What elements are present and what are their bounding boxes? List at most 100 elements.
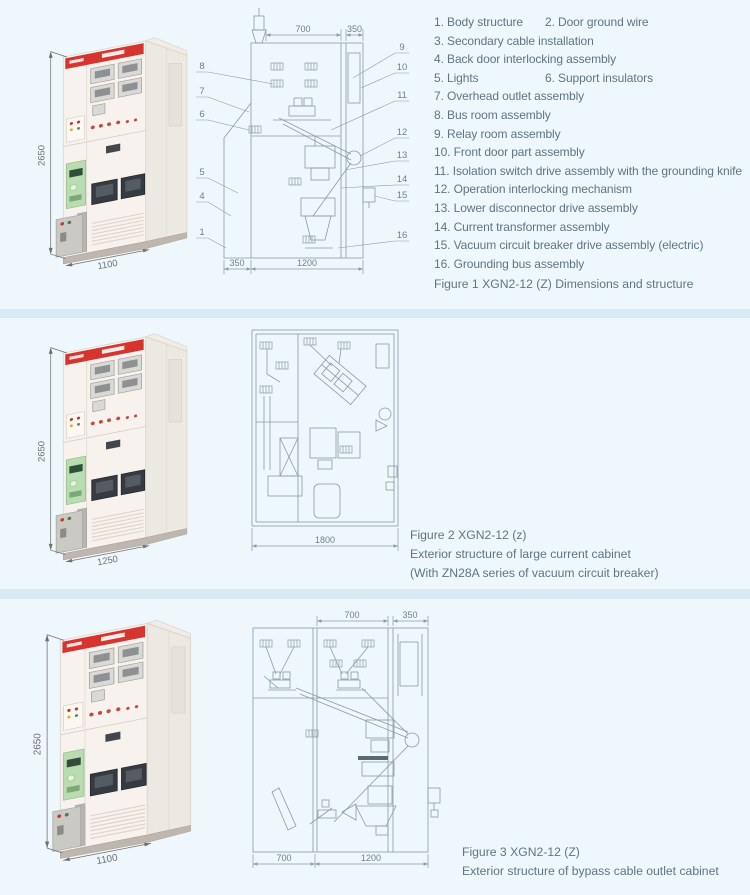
dim-bottom-right: 1200 xyxy=(361,853,381,863)
structure-drawing-2: 1800 xyxy=(251,329,399,551)
parts-list-row: 10. Front door part assembly xyxy=(434,143,748,162)
drawing2-structure xyxy=(251,329,399,527)
drawing3-dims xyxy=(252,616,429,868)
callout-8: 8 xyxy=(199,61,204,72)
inspection-windows xyxy=(89,762,147,797)
dimension-lines xyxy=(46,634,152,861)
figure3-caption: Figure 3 XGN2-12 (Z) Exterior structure … xyxy=(462,843,719,881)
dim-top-right: 350 xyxy=(347,24,362,34)
drawing2-dims xyxy=(251,528,399,551)
cabinet-side-face xyxy=(144,333,188,538)
cabinet-side-face xyxy=(146,619,192,836)
part-item: 13. Lower disconnector drive assembly xyxy=(434,200,638,215)
inspection-windows xyxy=(91,173,146,206)
dim-bottom-left: 350 xyxy=(229,258,244,268)
cabinet-side-face xyxy=(144,37,188,242)
figure3-caption-line1: Figure 3 XGN2-12 (Z) xyxy=(462,845,580,859)
indicator-lights xyxy=(90,118,138,130)
drawing3-structure xyxy=(252,627,441,853)
cabinet-base xyxy=(63,528,188,561)
callout-14: 14 xyxy=(397,174,408,185)
part-item: 16. Grounding bus assembly xyxy=(434,256,585,271)
part-item: 14. Current transformer assembly xyxy=(434,219,610,234)
part-item: 8. Bus room assembly xyxy=(434,107,551,122)
indicator-lights xyxy=(90,414,138,426)
callout-leaders xyxy=(196,52,409,249)
dim-top-left: 700 xyxy=(344,610,359,620)
part-item: 6. Support insulators xyxy=(545,70,653,85)
part-item: 7. Overhead outlet assembly xyxy=(434,89,585,104)
parts-list-row: 14. Current transformer assembly xyxy=(434,218,748,237)
cabinet-photo-2: 2650 1250 xyxy=(35,333,188,567)
callout-15: 15 xyxy=(397,190,408,201)
callout-13: 13 xyxy=(397,150,408,161)
part-item: 3. Secondary cable installation xyxy=(434,33,594,48)
callout-1: 1 xyxy=(199,227,204,238)
parts-list-row: 12. Operation interlocking mechanism xyxy=(434,180,748,199)
part-item: 10. Front door part assembly xyxy=(434,145,585,160)
part-item: 2. Door ground wire xyxy=(545,15,649,29)
parts-list-row: 9. Relay room assembly xyxy=(434,125,748,144)
parts-list-row: 1. Body structure 2. Door ground wire xyxy=(434,13,748,32)
nameplate xyxy=(105,439,121,450)
part-item: 9. Relay room assembly xyxy=(434,126,561,141)
parts-list: 1. Body structure 2. Door ground wire 3. … xyxy=(434,13,748,273)
parts-list-row: 8. Bus room assembly xyxy=(434,106,748,125)
figure2-panel: 2650 1250 xyxy=(0,318,750,589)
nameplate xyxy=(105,731,121,743)
cabinet2-width-label: 1250 xyxy=(96,553,118,567)
green-control-panel xyxy=(65,159,86,210)
parts-list-row: 16. Grounding bus assembly xyxy=(434,255,748,274)
cabinet2-height-label: 2650 xyxy=(35,441,46,462)
callout-7: 7 xyxy=(199,86,204,97)
callout-16: 16 xyxy=(397,230,408,241)
dim-bottom-right: 1200 xyxy=(297,258,317,268)
cabinet1-height-label: 2650 xyxy=(35,145,46,166)
dim-bottom-left: 700 xyxy=(276,853,291,863)
green-control-panel xyxy=(65,455,86,506)
structure-drawing-1: 700 350 350 1200 8 7 6 5 4 xyxy=(196,8,409,274)
dimension-lines xyxy=(50,347,150,563)
cabinet-base xyxy=(63,232,188,265)
callout-5: 5 xyxy=(199,167,204,178)
drawing1-dims xyxy=(223,29,364,274)
part-item: 11. Isolation switch drive assembly with… xyxy=(434,163,742,178)
figure2-caption-line2: Exterior structure of large current cabi… xyxy=(410,547,631,561)
part-item: 15. Vacuum circuit breaker drive assembl… xyxy=(434,238,704,253)
nameplate xyxy=(105,143,121,154)
drawing3-bar xyxy=(358,756,388,760)
dimension-lines xyxy=(50,51,150,267)
part-item: 4. Back door interlocking assembly xyxy=(434,52,617,67)
dim-bottom: 1800 xyxy=(315,535,335,545)
cabinet-front-face xyxy=(55,336,147,555)
figure3-panel: 2650 1100 xyxy=(0,599,750,895)
cabinet3-height-label: 2650 xyxy=(32,733,43,756)
vent-grille xyxy=(90,804,146,840)
parts-list-row: 5. Lights 6. Support insulators xyxy=(434,69,748,88)
dim-top-right: 350 xyxy=(402,610,417,620)
figure1-caption: Figure 1 XGN2-12 (Z) Dimensions and stru… xyxy=(434,277,694,291)
part-item: 12. Operation interlocking mechanism xyxy=(434,182,632,197)
cabinet1-width-label: 1100 xyxy=(97,257,119,271)
callout-6: 6 xyxy=(199,109,204,120)
parts-list-row: 15. Vacuum circuit breaker drive assembl… xyxy=(434,236,748,255)
cabinet3-width-label: 1100 xyxy=(96,852,119,867)
callout-10: 10 xyxy=(397,62,408,73)
drawing1-structure xyxy=(223,8,376,259)
part-item: 5. Lights xyxy=(434,70,479,85)
part-item: 1. Body structure xyxy=(434,15,524,29)
cabinet-front-face xyxy=(55,40,147,259)
parts-list-row: 11. Isolation switch drive assembly with… xyxy=(434,162,748,181)
figure1-panel: 2650 1100 xyxy=(0,0,750,309)
inspection-windows xyxy=(91,469,146,502)
cabinet-photo-1: 2650 1100 xyxy=(35,37,188,271)
parts-list-row: 13. Lower disconnector drive assembly xyxy=(434,199,748,218)
green-control-panel xyxy=(63,748,85,801)
figure2-caption-line3: (With ZN28A series of vacuum circuit bre… xyxy=(410,566,659,580)
side-control-box xyxy=(52,803,86,852)
cabinet-front-face xyxy=(52,622,148,853)
cabinet-photo-3: 2650 1100 xyxy=(32,619,192,867)
callout-9: 9 xyxy=(399,42,404,53)
side-control-box xyxy=(55,507,87,554)
